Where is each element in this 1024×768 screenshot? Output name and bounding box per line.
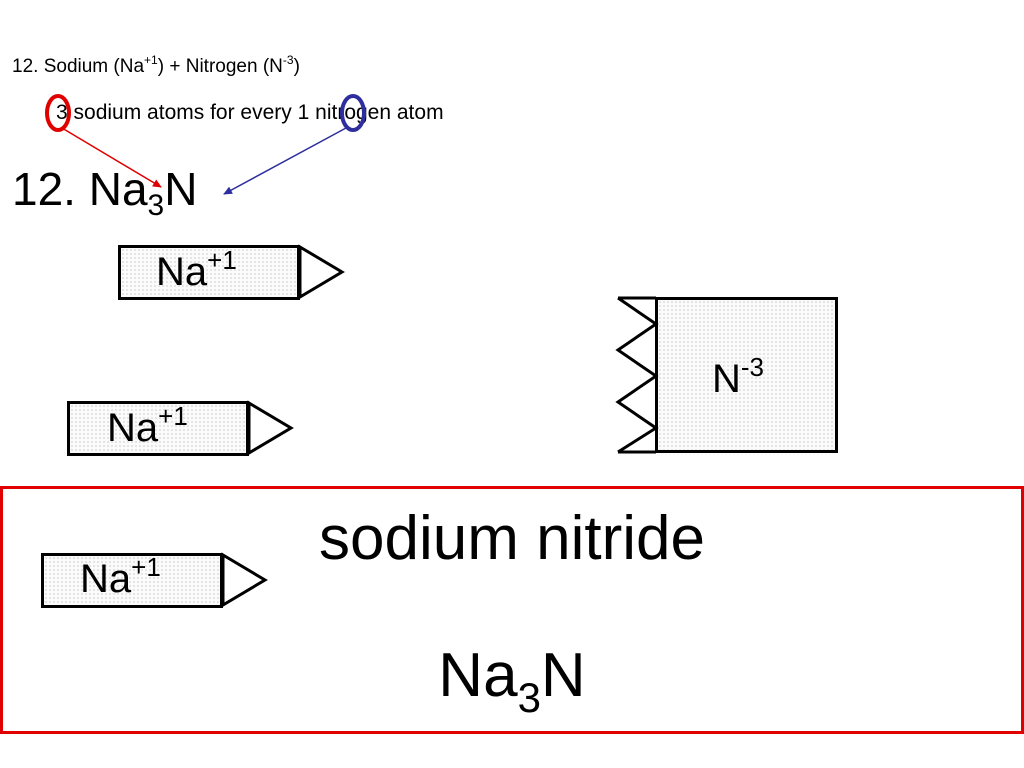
na-count: 3 — [56, 101, 68, 124]
element2-symbol: N — [269, 56, 283, 77]
sodium-tile-2-symbol: Na — [107, 406, 159, 450]
element1-name: Sodium — [43, 56, 109, 77]
n-count-arrow — [223, 127, 347, 195]
answer-frame — [0, 486, 1024, 734]
nitrogen-tile-notches — [615, 296, 659, 454]
sodium-tile-2-charge: +1 — [158, 401, 188, 431]
na-count-circle — [45, 94, 71, 132]
sodium-tile-2-tip — [247, 400, 294, 456]
compound-formula-cation: Na — [438, 641, 518, 710]
nitrogen-tile-charge: -3 — [740, 352, 765, 382]
element1-symbol: Na — [119, 56, 145, 77]
formula-anion: N — [164, 163, 198, 215]
sodium-tile-1-symbol: Na — [156, 250, 208, 294]
sodium-tile-3-charge: +1 — [131, 552, 161, 582]
problem-statement: 12. Sodium (Na+1) + Nitrogen (N-3) — [12, 53, 300, 77]
sodium-tile-2-label: Na+1 — [107, 403, 188, 451]
element2-charge: -3 — [282, 53, 294, 67]
problem-number: 12. — [12, 56, 39, 77]
element2-name: Nitrogen — [185, 56, 258, 77]
sodium-tile-1 — [118, 245, 300, 300]
sodium-tile-2 — [67, 401, 249, 456]
sodium-tile-1-tip — [298, 244, 345, 300]
sodium-tile-3-tip — [221, 552, 268, 608]
compound-name: sodium nitride — [319, 504, 705, 573]
sodium-tile-3-symbol: Na — [80, 557, 132, 601]
nitrogen-tile-label: N-3 — [712, 354, 764, 402]
plus-sign: + — [169, 56, 181, 77]
n-ratio-text: nitrogen atom — [315, 101, 444, 124]
compound-formula-subscript: 3 — [517, 674, 541, 721]
n-count-circle — [340, 94, 366, 132]
sodium-tile-1-charge: +1 — [207, 245, 237, 275]
compound-formula: Na3N — [0, 640, 1024, 719]
formula-statement: 12. Na3N — [12, 162, 198, 221]
n-count: 1 — [297, 101, 310, 124]
nitrogen-tile-symbol: N — [712, 357, 741, 401]
nitrogen-tile — [655, 297, 838, 453]
na-count-arrow — [61, 127, 162, 188]
formula-cation: Na — [88, 163, 148, 215]
ratio-statement: 3 sodium atoms for every 1 nitrogen atom — [56, 101, 444, 125]
sodium-tile-3 — [41, 553, 223, 608]
element1-charge: +1 — [144, 53, 158, 67]
compound-formula-anion: N — [540, 641, 586, 710]
sodium-tile-3-label: Na+1 — [80, 554, 161, 602]
formula-subscript: 3 — [147, 189, 165, 222]
formula-number: 12. — [12, 163, 76, 215]
sodium-tile-1-label: Na+1 — [156, 247, 237, 295]
na-ratio-text: sodium atoms for every — [73, 101, 292, 124]
